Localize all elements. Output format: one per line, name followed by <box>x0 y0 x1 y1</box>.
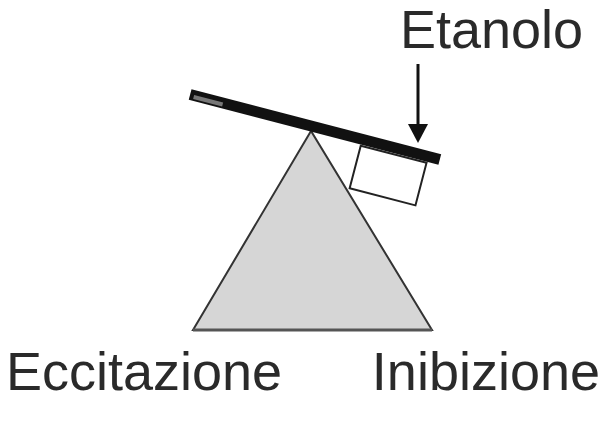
weight-block <box>350 146 427 206</box>
beam-highlight <box>193 95 223 106</box>
label-text: Eccitazione <box>6 342 282 401</box>
fulcrum-base <box>193 329 432 332</box>
fulcrum-triangle <box>193 131 432 330</box>
label-text: Inibizione <box>372 342 600 401</box>
beam-group <box>177 89 441 208</box>
label-text: Etanolo <box>400 0 583 59</box>
arrow-shaft <box>417 64 420 126</box>
arrow-head <box>408 124 428 143</box>
balance-beam <box>189 89 441 165</box>
